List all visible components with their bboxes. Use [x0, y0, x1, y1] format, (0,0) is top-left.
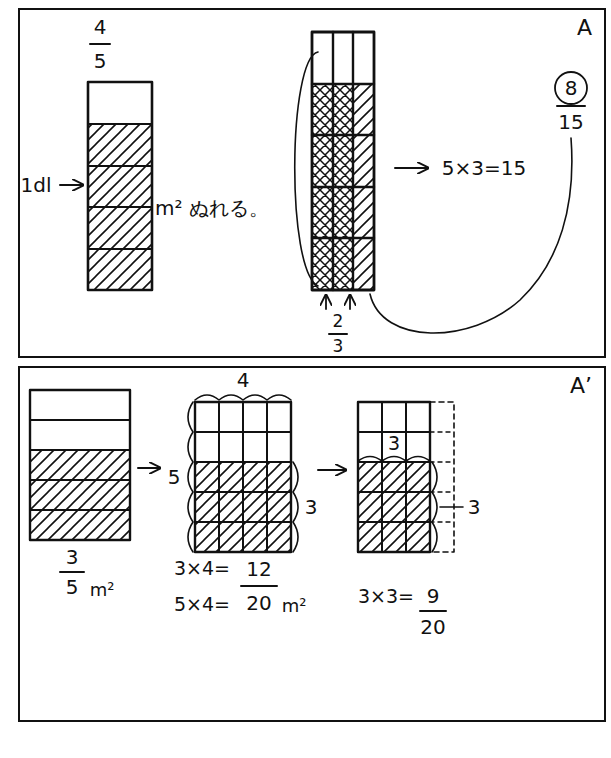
answer-numerator: 8 [565, 78, 578, 98]
panel: A’ [18, 366, 606, 722]
fraction-denominator: 20 [246, 593, 271, 613]
count-label: 3 [468, 497, 481, 517]
pointer-arrow [325, 295, 327, 309]
calculation: 3×3= [358, 587, 414, 606]
answer-denominator: 15 [558, 112, 583, 132]
fraction-numerator: 9 [427, 586, 440, 606]
fraction-bar [420, 610, 446, 612]
hatched-area [88, 124, 152, 290]
column-line [382, 402, 406, 552]
count-arc [432, 462, 463, 552]
count-label: 3 [386, 434, 402, 453]
fraction-denominator: 5 [66, 577, 79, 597]
answer-circle [555, 72, 587, 104]
fraction-denominator: 5 [94, 51, 107, 71]
fraction-denominator: 20 [420, 617, 445, 637]
fraction-numerator: 3 [66, 547, 79, 567]
fraction-bar [557, 105, 585, 107]
count-arc [293, 462, 298, 552]
hatched-area [358, 462, 430, 552]
fraction-numerator: 2 [333, 313, 344, 330]
arrow [395, 167, 428, 169]
panel-letter: A [577, 16, 592, 40]
leader-line [370, 138, 572, 333]
calculation: 3×4= [174, 559, 230, 578]
column-line [333, 32, 353, 290]
count-arc [195, 395, 291, 400]
calculation: 5×4= [174, 595, 230, 614]
calculation: 5×3=15 [442, 158, 526, 178]
unit-note: m² ぬれる。 [155, 198, 269, 218]
fraction-bar [90, 43, 110, 45]
count-arc [188, 402, 193, 552]
row-line [30, 420, 130, 510]
quantity-label: 1dl [21, 175, 52, 195]
fraction-bar [329, 333, 347, 335]
count-label: 5 [168, 467, 181, 487]
column-line [219, 402, 267, 552]
fraction-bar [241, 585, 277, 587]
row-line [88, 124, 152, 249]
count-arc [358, 457, 430, 462]
loop-line [295, 52, 318, 286]
area-rectangle [312, 32, 374, 290]
area-rectangle [30, 390, 130, 540]
row-line [195, 432, 291, 522]
row-line [312, 84, 374, 238]
removed-column [430, 402, 454, 552]
area-rectangle [358, 402, 430, 552]
fraction-numerator: 12 [246, 559, 271, 579]
arrow [60, 184, 83, 186]
fraction-bar [60, 571, 84, 573]
fraction-denominator: 3 [333, 338, 344, 355]
count-label: 4 [237, 370, 250, 390]
row-line [358, 432, 430, 522]
panel-letter: A’ [570, 374, 592, 398]
unit-label: m² [90, 581, 115, 599]
arrow [318, 469, 346, 471]
hatched-area [30, 450, 130, 540]
unit-label: m² [282, 597, 307, 615]
area-rectangle [88, 82, 152, 290]
pointer-arrow [349, 295, 351, 309]
arrow [138, 467, 160, 469]
removed-row-line [430, 432, 454, 522]
count-label: 3 [305, 497, 318, 517]
fraction-numerator: 4 [94, 17, 107, 37]
area-rectangle [195, 402, 291, 552]
